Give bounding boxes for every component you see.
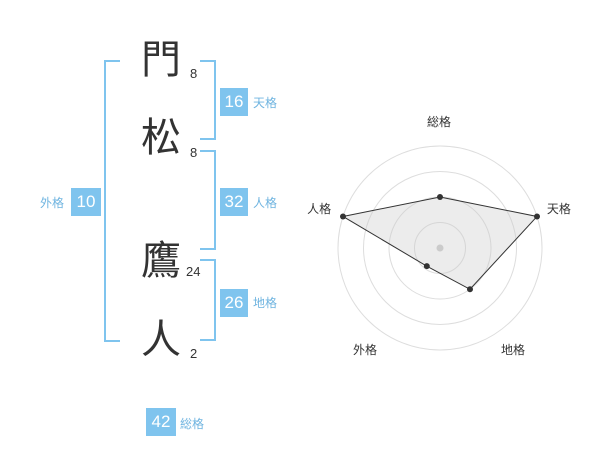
radar-axis-label: 総格 xyxy=(427,115,452,129)
name-char-4: 人 xyxy=(141,317,181,363)
radar-center-dot xyxy=(436,244,444,252)
gaikaku-value: 10 xyxy=(71,188,101,216)
radar-axis-label: 天格 xyxy=(546,202,571,217)
radar-value-polygon xyxy=(341,196,538,290)
radar-axis-label: 地格 xyxy=(501,342,526,357)
radar-axis-label: 人格 xyxy=(307,202,332,217)
fortune-radar-chart xyxy=(337,145,543,351)
stroke-count-1: 8 xyxy=(190,66,198,81)
soukaku-value: 42 xyxy=(146,408,176,436)
soukaku-label: 総格 xyxy=(180,417,205,431)
radar-point-4 xyxy=(339,213,346,220)
name-char-1: 門 xyxy=(141,37,181,83)
tenkaku-bracket xyxy=(200,60,216,140)
radar-point-0 xyxy=(437,194,443,200)
jinkaku-value: 32 xyxy=(220,188,248,216)
jinkaku-label: 人格 xyxy=(253,196,278,210)
radar-grid-ring xyxy=(337,145,543,351)
radar-point-2 xyxy=(466,286,473,293)
tenkaku-value: 16 xyxy=(220,88,248,116)
radar-point-1 xyxy=(534,213,541,220)
name-char-3: 鷹 xyxy=(141,238,181,284)
radar-axis-label: 外格 xyxy=(352,342,377,357)
stroke-count-2: 8 xyxy=(190,145,198,160)
stroke-count-4: 2 xyxy=(190,346,198,361)
jinkaku-bracket xyxy=(200,150,216,250)
chikaku-label: 地格 xyxy=(253,296,278,310)
stroke-count-3: 24 xyxy=(186,264,201,279)
radar-point-3 xyxy=(423,263,430,270)
gaikaku-bracket xyxy=(104,60,120,342)
chikaku-value: 26 xyxy=(220,289,248,317)
chikaku-bracket xyxy=(200,259,216,341)
tenkaku-label: 天格 xyxy=(253,96,278,110)
name-char-2: 松 xyxy=(141,115,181,161)
radar-grid-ring xyxy=(363,171,517,325)
gaikaku-label: 外格 xyxy=(40,196,65,210)
